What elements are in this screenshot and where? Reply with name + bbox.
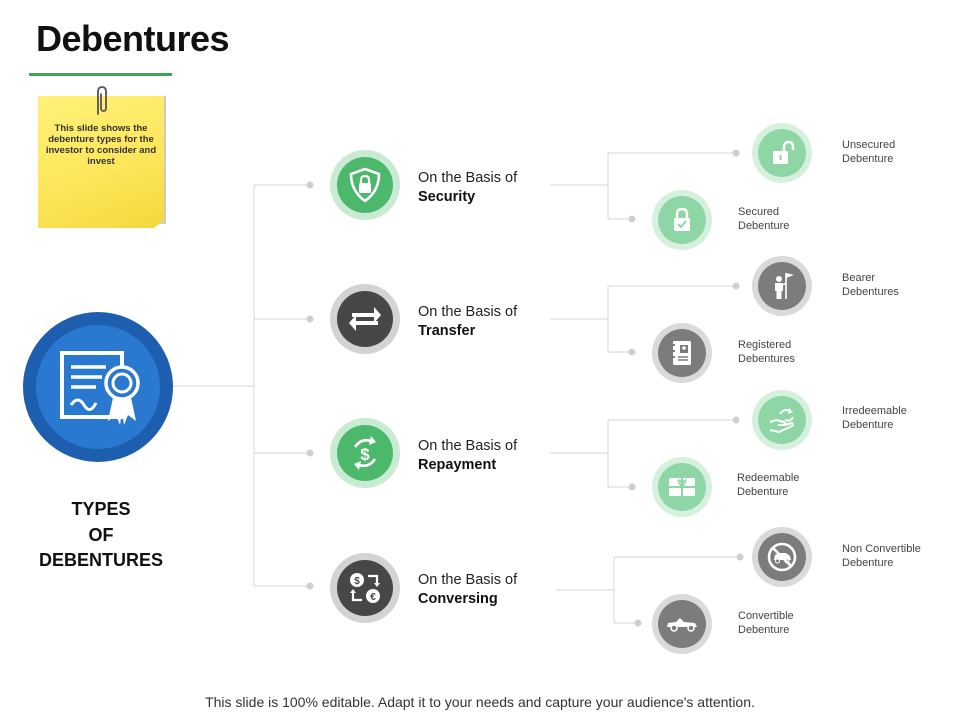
paperclip-icon — [97, 86, 107, 115]
shield-lock-icon — [337, 157, 393, 213]
category-conversing-label: On the Basis of Conversing — [418, 572, 518, 607]
leaf-redeemable-label: Redeemable Debenture — [737, 472, 800, 498]
leaf-registered-label: Registered Debentures — [738, 339, 795, 365]
svg-text:$: $ — [360, 445, 370, 464]
leaf-unsecured-label: Unsecured Debenture — [842, 139, 896, 165]
hand-exchange-icon — [758, 396, 806, 444]
svg-text:€: € — [370, 592, 376, 603]
leaf-irredeemable-label: Irredeemable Debenture — [842, 405, 907, 431]
leaf-non-convertible-label: Non Convertible Debenture — [842, 543, 921, 569]
title-underline — [29, 73, 172, 76]
unlocked-padlock-icon — [758, 129, 806, 177]
locked-padlock-icon — [658, 196, 706, 244]
sticky-note — [38, 96, 164, 228]
currency-exchange-icon: $ € — [337, 560, 393, 616]
category-repayment-label: On the Basis of Repayment — [418, 438, 518, 473]
leaf-convertible-label: Convertible Debenture — [738, 610, 794, 636]
no-car-icon — [758, 533, 806, 581]
leaf-bearer-label: Bearer Debentures — [842, 272, 899, 298]
types-of-debentures-label: TYPES OF DEBENTURES — [38, 499, 163, 570]
main-circle-inner — [36, 325, 160, 449]
certificate-icon — [60, 351, 140, 425]
person-flag-icon — [758, 262, 806, 310]
swap-arrows-icon — [337, 291, 393, 347]
category-transfer-label: On the Basis of Transfer — [418, 304, 518, 339]
registry-book-icon — [658, 329, 706, 377]
svg-text:$: $ — [354, 576, 360, 587]
sticky-note-text: This slide shows the debenture types for… — [45, 123, 157, 167]
dollar-cycle-icon: $ — [337, 425, 393, 481]
leaf-secured-label: Secured Debenture — [738, 206, 790, 232]
page-title: Debentures — [36, 18, 230, 59]
convertible-car-icon — [658, 600, 706, 648]
category-security-label: On the Basis of Security — [418, 170, 518, 205]
gift-card-icon — [658, 463, 706, 511]
footer-text: This slide is 100% editable. Adapt it to… — [205, 694, 755, 710]
